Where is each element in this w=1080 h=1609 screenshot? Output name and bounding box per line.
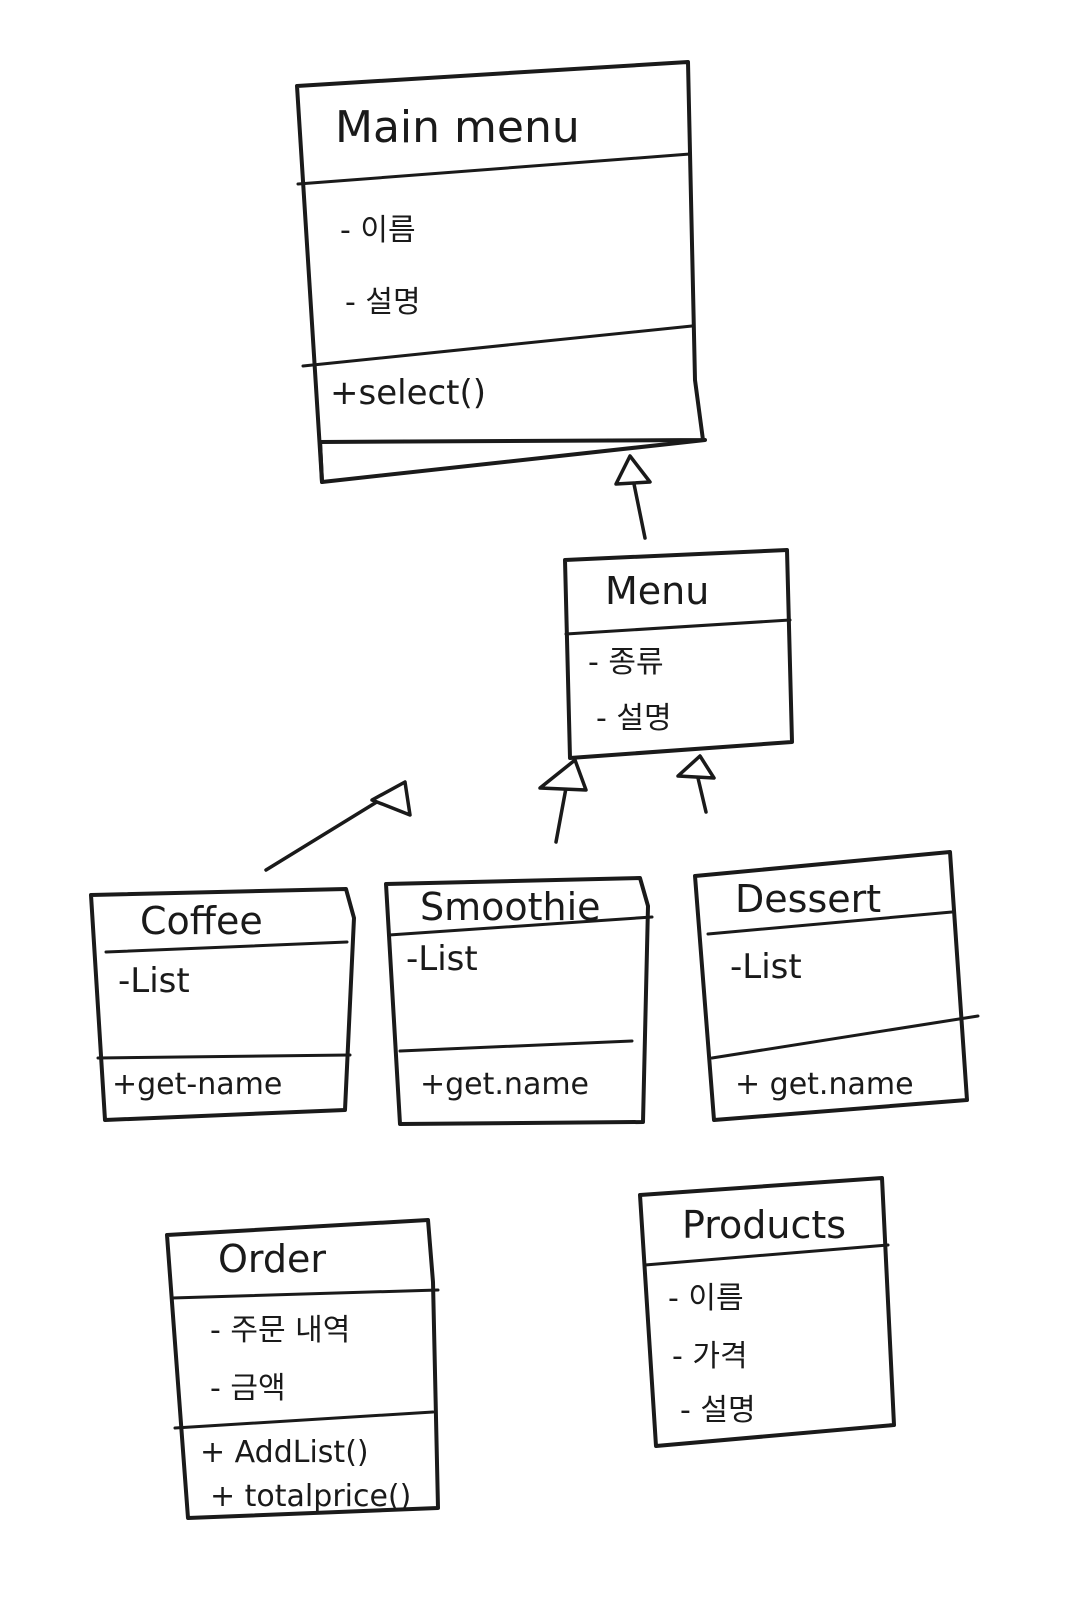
class-main-menu[interactable]: Main menu - 이름 - 설명 +select()	[295, 60, 707, 484]
class-coffee-op-1: +get-name	[112, 1067, 282, 1102]
class-main-menu-divider-ops	[301, 324, 694, 368]
class-products-attr-3: - 설명	[680, 1393, 756, 1428]
edge-smoothie-to-menu	[538, 758, 588, 844]
class-smoothie-divider-name	[387, 915, 654, 937]
class-coffee-divider-ops	[96, 1053, 352, 1060]
class-menu[interactable]: Menu - 종류 - 설명	[563, 548, 794, 760]
edge-coffee-to-menu-line	[264, 798, 382, 872]
class-products-frame	[638, 1176, 896, 1448]
class-dessert-frame	[693, 850, 969, 1122]
class-dessert-attr-1: -List	[730, 947, 802, 987]
class-order-divider-name	[170, 1288, 440, 1300]
class-order-title: Order	[218, 1237, 326, 1281]
edge-coffee-to-menu	[264, 780, 412, 872]
class-menu-attr-1: - 종류	[588, 645, 664, 680]
class-dessert-divider-ops	[710, 1014, 980, 1060]
class-smoothie-frame	[384, 876, 650, 1126]
class-order-op-1: + AddList()	[200, 1435, 369, 1470]
class-main-menu-divider-name	[296, 152, 692, 186]
class-products-attr-1: - 이름	[668, 1281, 744, 1316]
class-main-menu-attr-1: - 이름	[340, 213, 416, 248]
class-coffee-frame	[89, 887, 356, 1122]
class-order-attr-1: - 주문 내역	[210, 1313, 350, 1348]
edge-smoothie-to-menu-line	[554, 786, 568, 844]
class-main-menu-frame-bottom	[318, 438, 707, 484]
class-order[interactable]: Order - 주문 내역 - 금액 + AddList() + totalpr…	[165, 1218, 440, 1520]
class-dessert-op-1: + get.name	[735, 1067, 914, 1102]
class-coffee-divider-name	[104, 940, 349, 954]
class-dessert-divider-name	[706, 910, 954, 936]
class-menu-title: Menu	[605, 569, 709, 613]
class-smoothie-op-1: +get.name	[420, 1067, 589, 1102]
edge-menu-to-main-menu-line	[632, 482, 647, 540]
edge-menu-to-main-menu-arrowhead	[614, 454, 652, 486]
class-menu-attr-2: - 설명	[596, 701, 672, 736]
class-products[interactable]: Products - 이름 - 가격 - 설명	[638, 1176, 896, 1448]
class-dessert[interactable]: Dessert -List + get.name	[693, 850, 980, 1122]
class-menu-divider-name	[564, 618, 792, 636]
class-smoothie-attr-1: -List	[406, 939, 478, 979]
class-order-frame	[165, 1218, 440, 1520]
class-order-op-2: + totalprice()	[210, 1479, 411, 1514]
edge-coffee-to-menu-arrowhead	[370, 780, 412, 817]
class-main-menu-attr-2: - 설명	[345, 285, 421, 320]
edge-dessert-to-menu-arrowhead	[676, 754, 716, 780]
class-products-divider-name	[643, 1243, 890, 1267]
class-menu-frame	[563, 548, 794, 760]
class-dessert-title: Dessert	[735, 877, 881, 921]
class-smoothie[interactable]: Smoothie -List +get.name	[384, 876, 654, 1126]
class-coffee[interactable]: Coffee -List +get-name	[89, 887, 356, 1122]
class-smoothie-divider-ops	[398, 1039, 634, 1053]
edge-smoothie-to-menu-arrowhead	[538, 758, 588, 792]
class-coffee-title: Coffee	[140, 899, 263, 943]
class-main-menu-title: Main menu	[335, 102, 580, 153]
class-smoothie-title: Smoothie	[420, 885, 601, 929]
edge-menu-to-main-menu	[614, 454, 652, 540]
class-products-title: Products	[682, 1203, 846, 1247]
class-coffee-attr-1: -List	[118, 961, 190, 1001]
edge-dessert-to-menu	[676, 754, 716, 814]
class-products-attr-2: - 가격	[672, 1339, 748, 1374]
class-order-attr-2: - 금액	[210, 1371, 286, 1406]
class-main-menu-op-1: +select()	[330, 373, 486, 413]
edge-dessert-to-menu-line	[696, 776, 708, 814]
class-order-divider-ops	[173, 1410, 435, 1430]
